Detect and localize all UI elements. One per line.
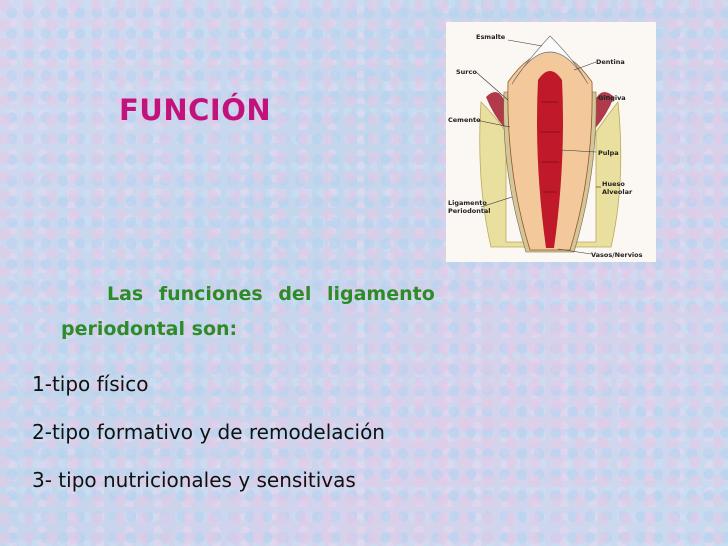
label-pulpa: Pulpa [598, 149, 619, 157]
slide-title: FUNCIÓN [119, 93, 272, 127]
function-item-1: 1-tipo físico [32, 372, 149, 396]
intro-line-2: periodontal son: [61, 318, 238, 340]
label-vasos: Vasos/Nervios [591, 251, 643, 259]
tooth-diagram: Esmalte Dentina Surco Gingiva Cemento Pu… [446, 22, 656, 262]
label-periodontal: Periodontal [448, 207, 491, 215]
tooth-illustration: Esmalte Dentina Surco Gingiva Cemento Pu… [448, 33, 643, 259]
label-ligamento: Ligamento [448, 199, 487, 207]
label-dentina: Dentina [596, 58, 625, 66]
function-item-3: 3- tipo nutricionales y sensitivas [32, 468, 356, 492]
label-hueso: Hueso [602, 180, 625, 188]
function-item-2: 2-tipo formativo y de remodelación [32, 420, 385, 444]
label-alveolar: Alveolar [602, 188, 633, 196]
label-gingiva: Gingiva [598, 94, 626, 102]
label-cemento: Cemento [448, 116, 481, 124]
label-esmalte: Esmalte [476, 33, 506, 41]
label-surco: Surco [456, 68, 477, 76]
intro-line-1: Las funciones del ligamento [107, 283, 435, 305]
